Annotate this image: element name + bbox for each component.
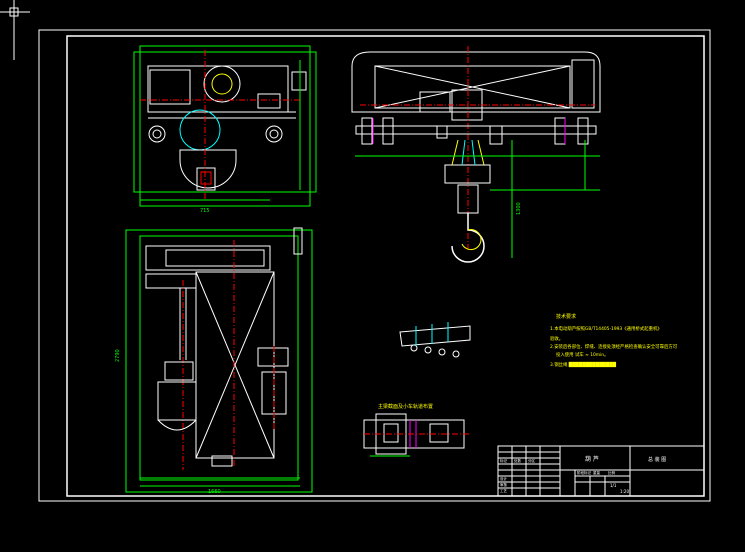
- title-block-scale: 1:20: [620, 489, 629, 494]
- technical-notes: 技术要求 1.本电动葫芦按照GB/T14405-1993《通用桥式起重机》 验收…: [550, 313, 678, 368]
- plan-view: [125, 227, 313, 493]
- title-block-row-1: 处数: [514, 458, 522, 463]
- outer-frame: [38, 29, 711, 502]
- notes-line5: 3.钢丝绳 ██████████████: [550, 361, 617, 368]
- detail-part: [399, 322, 471, 358]
- dim-bottom-width: 1660: [208, 489, 221, 495]
- dim-top-width: 715: [200, 208, 210, 214]
- title-block: [497, 445, 705, 497]
- side-view: [133, 45, 317, 207]
- notes-line3: 2.安装后各部位、焊缝、连接处须经严格检查确认安全可靠后方可: [550, 343, 678, 350]
- dim-right-height: 1300: [516, 202, 522, 215]
- section-detail: [363, 413, 470, 457]
- notes-line1: 1.本电动葫芦按照GB/T14405-1993《通用桥式起重机》: [550, 325, 662, 332]
- title-block-col-1: 重量: [593, 470, 601, 475]
- notes-line2: 验收。: [550, 335, 563, 342]
- crosshair-cursor: [0, 0, 30, 60]
- inner-frame: [66, 35, 705, 497]
- notes-title: 技术要求: [556, 313, 576, 320]
- detail-label: 主梁截面及小车轨道布置: [378, 403, 433, 410]
- front-view: [351, 46, 601, 263]
- dim-left-height: 2790: [115, 349, 121, 362]
- title-block-title: 葫 芦: [585, 455, 599, 463]
- title-block-sheet: 1/1: [610, 483, 617, 488]
- title-block-row-5: 工艺: [500, 488, 508, 493]
- notes-line4: 投入使用 试车 ≈ 10min。: [556, 351, 608, 358]
- title-block-drawing-no: 总 装 图: [648, 456, 666, 463]
- title-block-row-2: 分区: [528, 458, 536, 463]
- title-block-row-3: 设计: [500, 476, 508, 481]
- title-block-col-2: 比例: [608, 470, 616, 475]
- title-block-row-4: 审核: [500, 482, 508, 487]
- title-block-col-0: 阶段标记: [577, 470, 591, 475]
- title-block-row-0: 标记: [500, 458, 508, 463]
